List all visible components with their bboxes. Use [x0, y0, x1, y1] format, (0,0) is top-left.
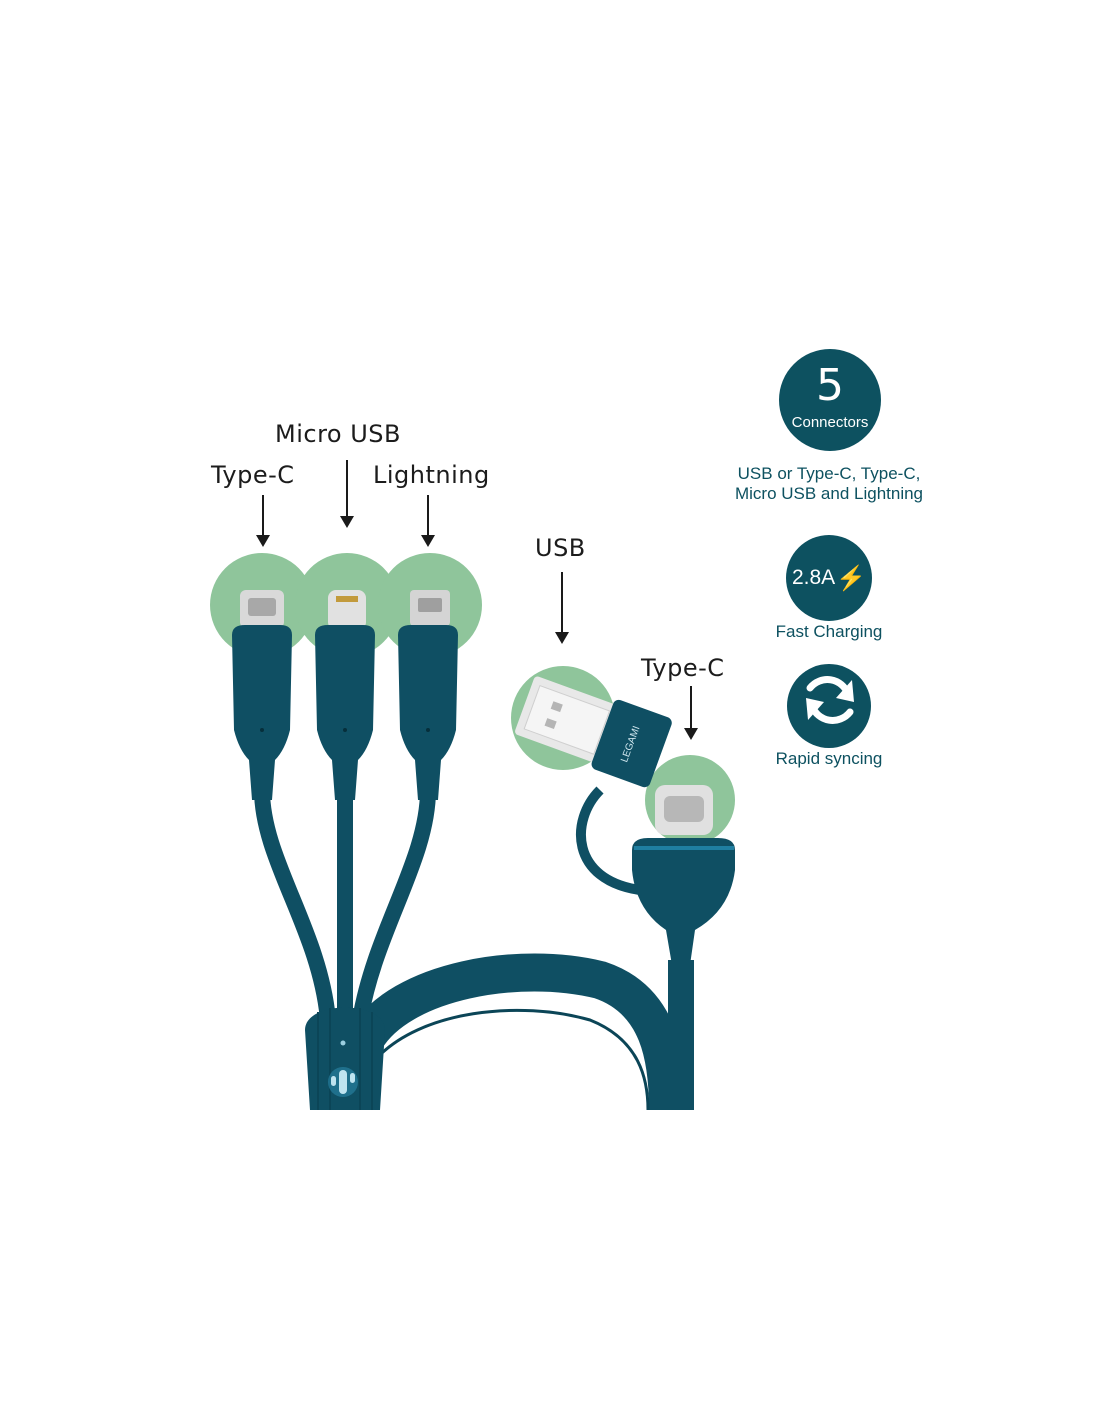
label-type-c-right: Type-C: [641, 654, 725, 682]
label-lightning: Lightning: [373, 461, 490, 489]
label-micro-usb: Micro USB: [275, 420, 401, 448]
cable-loop: [348, 953, 687, 1111]
connectors-title: Connectors: [791, 413, 869, 431]
head-micro-usb: [398, 590, 458, 800]
sync-arrows-icon: [806, 676, 854, 724]
lightning-bolt-icon: ⚡: [836, 564, 867, 592]
charging-caption: Fast Charging: [775, 622, 883, 641]
head-usb-a: LEGAMI: [515, 676, 672, 788]
arrow-type-c-right: [684, 686, 698, 740]
connectors-badge: 5 Connectors: [779, 349, 881, 451]
arrow-type-c-left: [256, 495, 270, 547]
connectors-description: USB or Type-C, Type-C, Micro USB and Lig…: [734, 464, 924, 503]
arrow-micro-usb: [340, 460, 354, 528]
cord-micro-usb: [352, 789, 436, 1022]
connectors-count: 5: [816, 359, 844, 411]
arrow-usb: [555, 572, 569, 644]
label-type-c-left: Type-C: [211, 461, 295, 489]
charging-badge: 2.8A ⚡: [786, 535, 872, 621]
cord-type-c: [254, 789, 336, 1021]
splitter: [305, 1007, 385, 1110]
syncing-badge: [787, 664, 871, 748]
syncing-caption: Rapid syncing: [775, 749, 883, 768]
head-type-c-right: [632, 785, 735, 965]
head-type-c-left: [232, 590, 292, 800]
cactus-logo-icon: [328, 1067, 358, 1097]
charging-value: 2.8A: [791, 566, 836, 589]
head-lightning: [315, 590, 375, 800]
label-usb: USB: [535, 534, 586, 562]
arrow-lightning: [421, 495, 435, 547]
